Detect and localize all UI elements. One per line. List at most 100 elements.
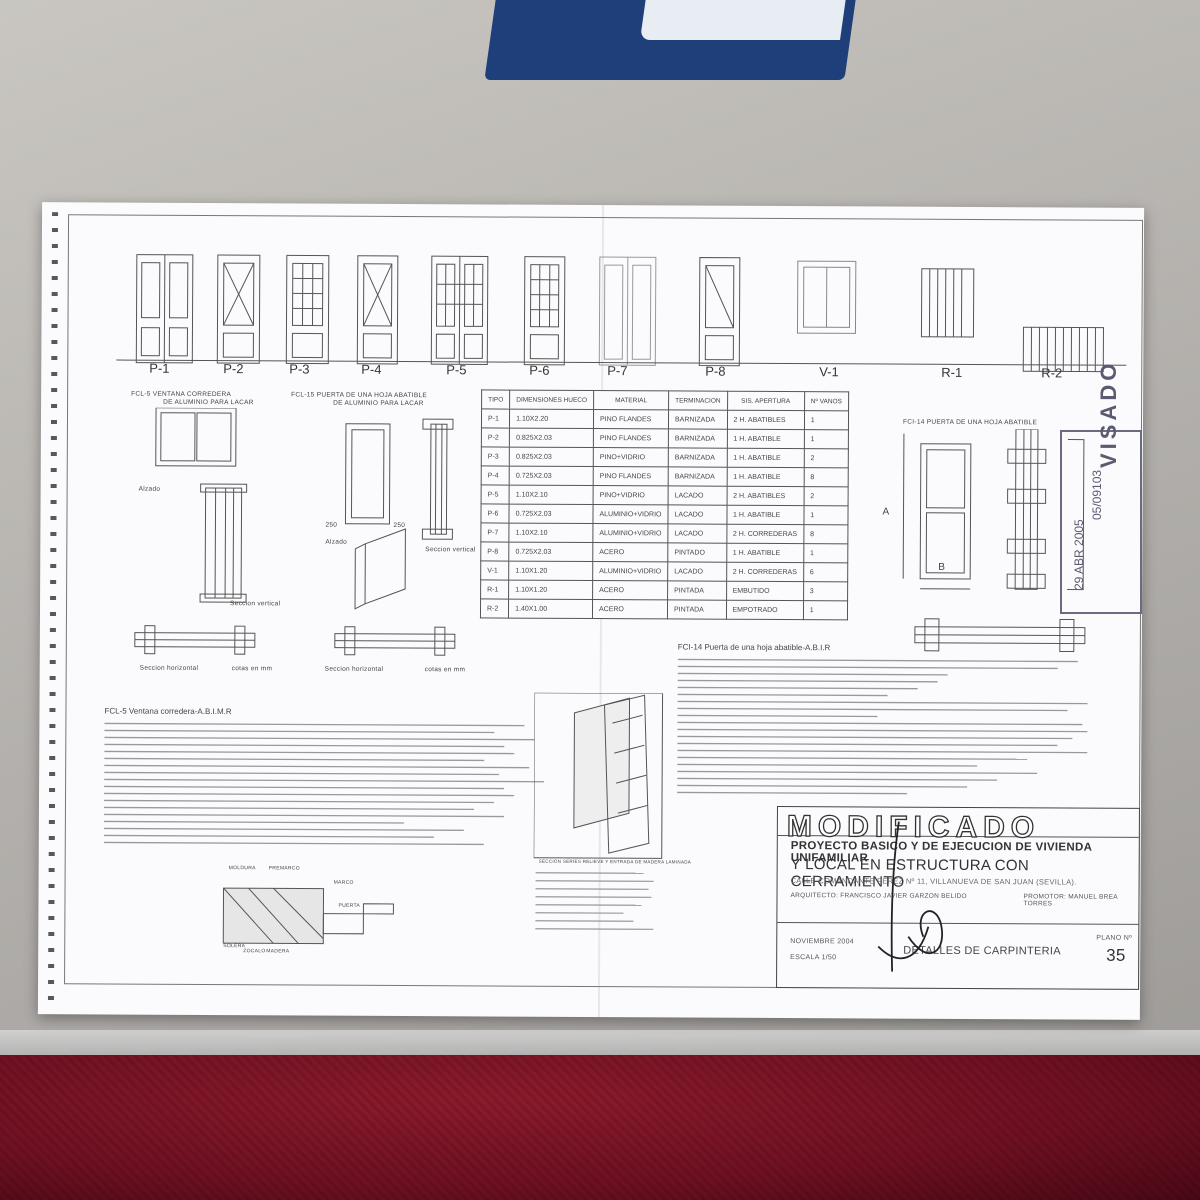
sill-detail	[222, 887, 394, 945]
window-door-details	[134, 407, 456, 656]
table-cell: 2	[803, 448, 849, 468]
sill-label: MARCO	[333, 879, 354, 886]
table-cell: R-2	[480, 598, 509, 619]
drawing-scale: ESCALA 1/50	[790, 954, 837, 962]
dimension: B	[938, 561, 946, 573]
table-cell: 1.10X2.10	[509, 485, 594, 505]
table-cell: 0.825X2.03	[509, 447, 594, 467]
sill-label: ZOCALO	[243, 948, 266, 955]
table-cell: 1.10X1.20	[508, 580, 593, 600]
table-cell: 1	[803, 505, 848, 525]
sill-label: SOLERA	[223, 943, 246, 950]
table-cell: PINO FLANDES	[593, 428, 669, 448]
table-cell: PINTADO	[667, 542, 727, 563]
spec-title: FCI-14 Puerta de una hoja abatible-A.B.I…	[677, 642, 831, 653]
table-cell: 1 H. ABATIBLE	[726, 467, 804, 487]
table-header-row: TIPO DIMENSIONES HUECO MATERIAL TERMINAC…	[481, 389, 849, 411]
table-cell: ACERO	[592, 542, 668, 562]
elevation-r1	[920, 268, 975, 338]
elevation-label: P-3	[289, 361, 310, 377]
sill-label: MADERA	[266, 948, 290, 955]
table-cell: ALUMINIO+VIDRIO	[592, 523, 668, 543]
fcl5-spec-text: FCL-5 Ventana corredera-A.B.I.M.R	[103, 706, 555, 864]
table-cell: 1.10X2.10	[509, 523, 593, 543]
col-header: SIS. APERTURA	[727, 391, 805, 411]
table-cell: 1	[804, 429, 849, 449]
sill-label: MOLDURA	[228, 865, 256, 872]
table-cell: P-2	[481, 427, 510, 448]
elevation-label: P-4	[361, 361, 382, 377]
table-cell: BARNIZADA	[668, 447, 727, 468]
stamp-date: 29 ABR 2005	[1072, 519, 1086, 590]
section-legend-lines	[535, 872, 654, 930]
table-cell: 1 H. ABATIBLE	[726, 448, 805, 468]
project-title-line2: Y LOCAL EN ESTRUCTURA CON CERRAMIENTO	[790, 856, 1030, 891]
dimension: A	[882, 506, 890, 518]
plano-number: 35	[1106, 945, 1126, 965]
table-cell: PINO FLANDES	[593, 466, 669, 486]
table-cell: P-5	[481, 484, 510, 505]
table-cell: BARNIZADA	[668, 466, 727, 487]
elevation-label: P-7	[607, 363, 628, 379]
table-cell: P-7	[480, 522, 510, 543]
table-cell: BARNIZADA	[668, 428, 727, 449]
sill-label: PREMARCO	[268, 865, 300, 872]
visado-stamp	[1060, 430, 1142, 614]
spec-text-lines	[103, 722, 545, 846]
detail-caption: Alzado	[325, 538, 348, 546]
table-cell: 1 H. ABATIBLE	[726, 505, 804, 525]
elevation-p5	[430, 255, 489, 365]
elevation-label: R-2	[1041, 365, 1063, 381]
col-header: TIPO	[481, 389, 510, 410]
table-cell: 0.725X2.03	[509, 504, 594, 524]
fci14-spec-text: FCI-14 Puerta de una hoja abatible-A.B.I…	[677, 642, 1098, 810]
detail-title: DE ALUMINIO PARA LACAR	[333, 399, 424, 408]
detail-caption: Alzado	[138, 485, 161, 493]
fci14-horizontal-section	[914, 618, 1086, 653]
stamp-number: 05/09103	[1090, 469, 1104, 520]
elevation-label: P-2	[223, 361, 244, 377]
elevation-label: P-8	[705, 363, 726, 379]
table-cell: 2	[803, 486, 849, 506]
plano-label: PLANO Nº	[1096, 934, 1132, 942]
elevation-p2	[216, 254, 261, 364]
table-cell: ALUMINIO+VIDRIO	[592, 504, 669, 524]
table-cell: 3	[803, 581, 848, 601]
elevation-p6	[523, 256, 566, 366]
table-cell: P-3	[481, 446, 510, 467]
table-cell: ACERO	[592, 580, 668, 600]
table-cell: EMBUTIDO	[726, 581, 804, 601]
table-cell: 2 H. ABATIBLES	[726, 486, 804, 506]
dimension: 250	[325, 521, 338, 529]
elevation-p3	[285, 254, 330, 365]
fci14-door-detail	[902, 428, 1085, 591]
elevation-p8	[698, 257, 741, 367]
table-cell: 6	[803, 562, 848, 582]
table-cell: LACADO	[667, 504, 727, 525]
table-cell: PINTADA	[667, 599, 727, 620]
table-cell: 8	[803, 467, 849, 487]
elevation-label: R-1	[941, 364, 963, 380]
signature	[877, 821, 943, 972]
col-header: Nº VANOS	[804, 391, 849, 411]
elevation-label: P-6	[529, 362, 550, 378]
elevation-p4	[356, 255, 399, 365]
table-cell: 0.725X2.03	[509, 466, 594, 486]
table-cell: 2 H. CORREDERAS	[726, 524, 804, 544]
blue-folder	[484, 0, 856, 80]
table-cell: 0.825X2.03	[509, 428, 594, 448]
wood-section-drawing	[533, 692, 664, 859]
table-cell: 1.10X2.20	[509, 409, 594, 429]
table-cell: PINO FLANDES	[593, 409, 669, 429]
detail-title: DE ALUMINIO PARA LACAR	[163, 398, 254, 407]
table-cell: 2 H. ABATIBLES	[726, 410, 805, 430]
table-cell: LACADO	[667, 561, 727, 582]
table-cell: PINO+VIDRIO	[593, 485, 669, 505]
stamp-text: VISADO	[1096, 359, 1121, 468]
binding-holes	[47, 212, 59, 1005]
